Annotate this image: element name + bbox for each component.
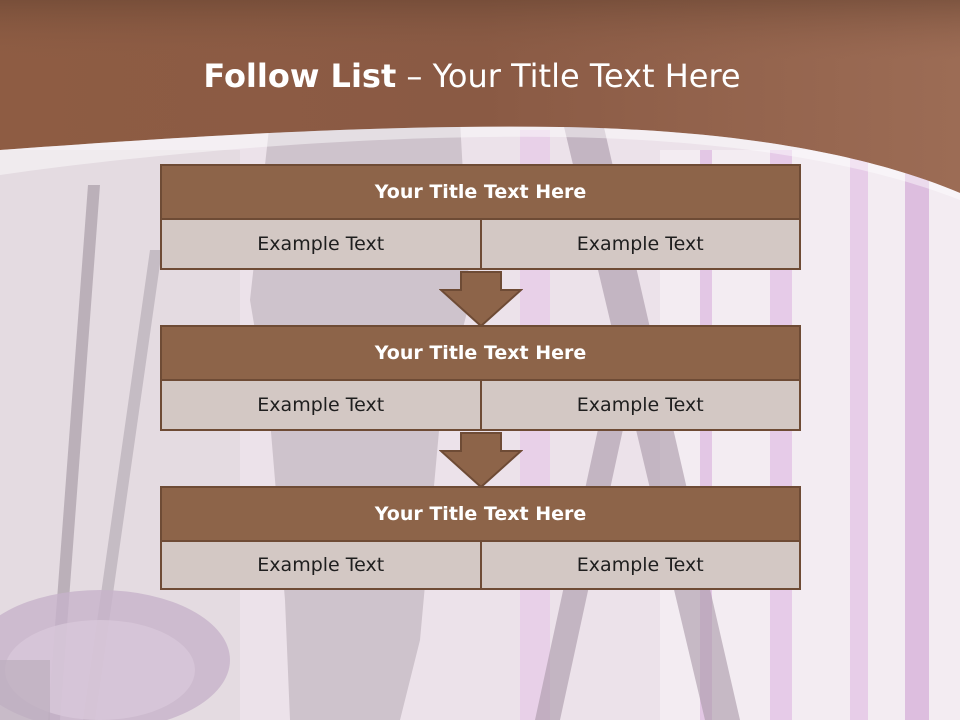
block-cell-left: Example Text [160,542,482,590]
block-cell-right: Example Text [481,381,801,431]
follow-block-1: Your Title Text Here Example Text Exampl… [160,164,801,270]
follow-block-3: Your Title Text Here Example Text Exampl… [160,486,801,590]
block-cell-right: Example Text [481,220,801,270]
block-title: Your Title Text Here [160,164,801,220]
block-cell-left: Example Text [160,220,482,270]
block-row: Example Text Example Text [160,542,801,590]
block-row: Example Text Example Text [160,220,801,270]
title-bold-part: Follow List [203,57,397,95]
follow-block-2: Your Title Text Here Example Text Exampl… [160,325,801,431]
block-row: Example Text Example Text [160,381,801,431]
down-arrow-icon [439,432,523,489]
title-rest-part: – Your Title Text Here [396,57,741,95]
block-cell-left: Example Text [160,381,482,431]
slide-title: Follow List – Your Title Text Here [0,54,944,98]
block-cell-right: Example Text [481,542,801,590]
block-title: Your Title Text Here [160,486,801,542]
down-arrow-icon [439,271,523,328]
block-title: Your Title Text Here [160,325,801,381]
